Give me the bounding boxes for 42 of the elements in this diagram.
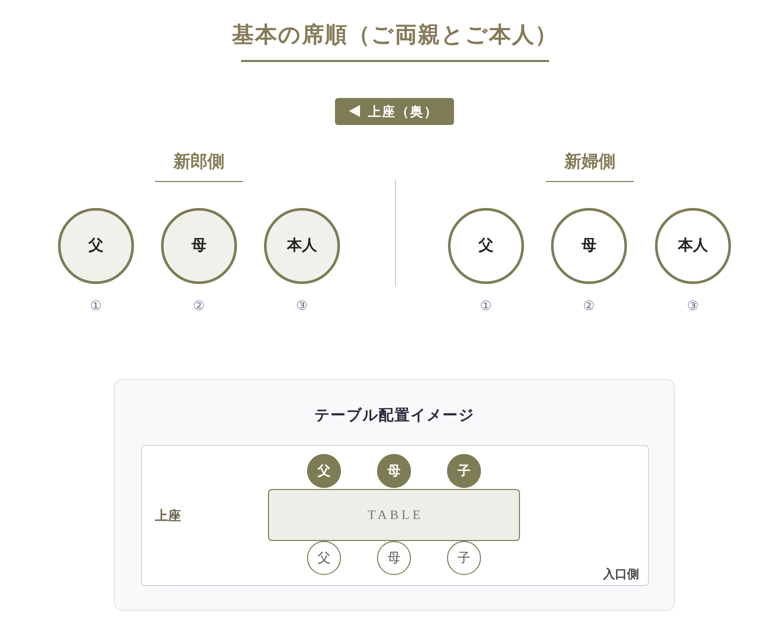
seat-circle <box>448 208 524 284</box>
filled-seat-circle <box>377 454 411 488</box>
seat-number: ② <box>193 298 205 314</box>
seat-name: 父 <box>88 237 104 255</box>
table-label: TABLE <box>366 507 424 523</box>
seat-number: ① <box>480 298 492 314</box>
seat-name: 父 <box>318 550 330 566</box>
panel-heading: テーブル配置イメージ <box>314 407 474 425</box>
seat-number: ① <box>90 298 102 314</box>
seat-circle <box>655 208 731 284</box>
seat-name: 母 <box>192 237 206 255</box>
seat-circle <box>307 541 341 575</box>
page-title: 基本の席順（ご両親とご本人） <box>232 22 558 48</box>
seat-name: 父 <box>318 463 330 479</box>
table-rect <box>268 489 520 541</box>
seat-name: 母 <box>582 237 596 255</box>
seat-circle <box>264 208 340 284</box>
seat-name: 子 <box>458 550 470 566</box>
seat-circle <box>551 208 627 284</box>
layout-panel <box>114 379 675 611</box>
entrance-label: 入口側 <box>603 566 639 581</box>
side-heading: 新郎側 <box>174 152 224 172</box>
seat-number: ③ <box>687 298 699 314</box>
seat-name: 本人 <box>678 237 708 255</box>
seat-name: 本人 <box>287 237 317 255</box>
seat-number: ② <box>583 298 595 314</box>
seat-name: 父 <box>478 237 494 255</box>
side-heading: 新婦側 <box>564 152 616 172</box>
filled-seat-circle <box>447 454 481 488</box>
head-seat-label: 上座 <box>155 508 181 524</box>
tag-text: 上座（奥） <box>368 104 438 120</box>
seat-circle <box>58 208 134 284</box>
filled-seat-circle <box>307 454 341 488</box>
seat-name: 母 <box>388 463 400 479</box>
seating-frame <box>141 445 649 586</box>
seat-circle <box>377 541 411 575</box>
seat-number: ③ <box>296 298 308 314</box>
seat-circle <box>447 541 481 575</box>
seat-name: 子 <box>458 463 470 479</box>
seat-name: 母 <box>388 550 400 566</box>
seat-circle <box>161 208 237 284</box>
direction-tag <box>335 98 454 125</box>
